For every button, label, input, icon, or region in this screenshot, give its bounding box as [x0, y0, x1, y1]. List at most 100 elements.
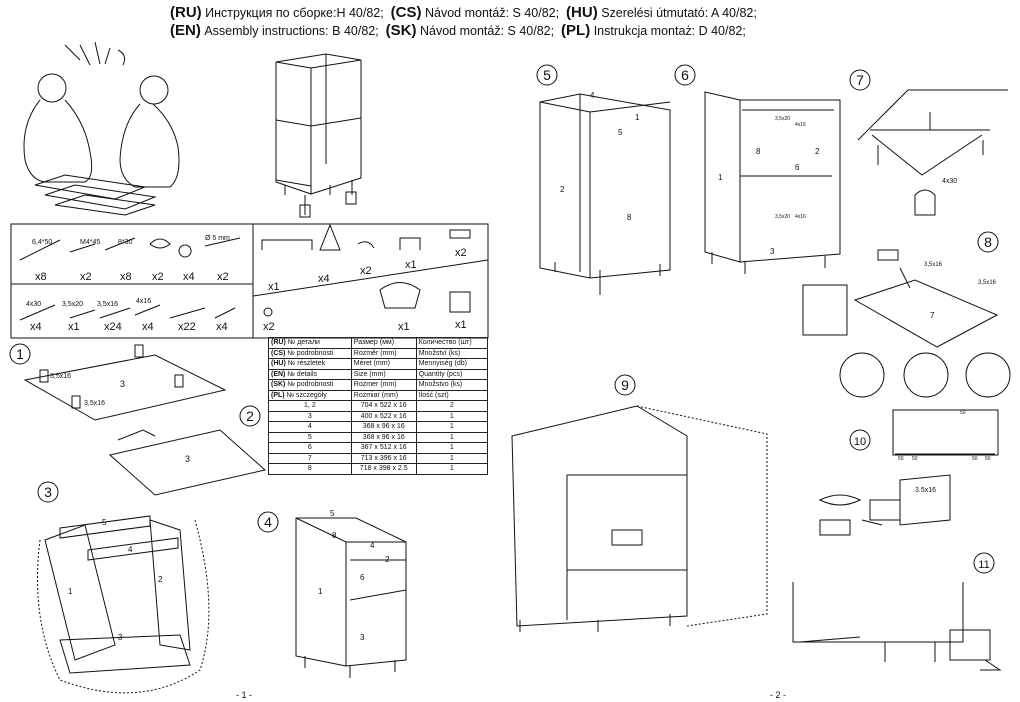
- step-4-drawing: [257, 511, 407, 678]
- step5-part-5: 5: [618, 128, 623, 137]
- instruction-header: (RU) Инструкция по сборке:H 40/82; (CS) …: [170, 4, 870, 40]
- hw-qty-2: x2: [80, 271, 92, 283]
- step3-part-5: 5: [102, 518, 107, 527]
- hw-qty-12: x4: [216, 321, 228, 333]
- hw-qty-11: x22: [178, 321, 196, 333]
- step-number-10: 10: [854, 436, 866, 448]
- step-number-3: 3: [44, 484, 52, 500]
- hw-qty-1: x8: [35, 271, 47, 283]
- cabinet-frame-preview: [275, 53, 362, 218]
- step4-part-2: 2: [385, 555, 390, 564]
- step-number-11: 11: [978, 559, 989, 571]
- hw-size-7: 4x30: [26, 301, 41, 308]
- hw-qty-9: x24: [104, 321, 122, 333]
- step6-dim-1: 4x16: [795, 122, 806, 128]
- hw-qty-4: x2: [152, 271, 164, 283]
- step-9-drawing: [511, 374, 768, 632]
- step6-part-8: 8: [756, 147, 761, 156]
- step3-part-1: 1: [68, 587, 73, 596]
- hw-qty-r8: x1: [455, 319, 467, 331]
- hw-size-8: 3,5x20: [62, 301, 83, 308]
- step6-part-1: 1: [718, 173, 723, 182]
- hw-size-1: 6,4*50: [32, 239, 52, 246]
- step6-part-3: 3: [770, 247, 775, 256]
- step6-part-6: 6: [795, 163, 800, 172]
- step-number-1: 1: [16, 346, 24, 362]
- step-number-4: 4: [264, 514, 272, 530]
- hw-size-6: Ø 5 mm: [205, 235, 230, 242]
- hw-size-9: 3,5x16: [97, 301, 118, 308]
- step-number-8: 8: [984, 234, 992, 250]
- step3-part-4: 4: [128, 545, 133, 554]
- step-number-7: 7: [856, 72, 864, 88]
- step5-part-8: 8: [627, 213, 632, 222]
- hw-qty-r5: x2: [455, 247, 467, 259]
- step-1-drawing: [9, 343, 227, 421]
- step3-part-2: 2: [158, 575, 163, 584]
- step10-dim-2: 50: [912, 456, 918, 462]
- header-line-1: (RU) Инструкция по сборке:H 40/82; (CS) …: [170, 4, 757, 21]
- step1-screw-label: 3,5x16: [50, 373, 71, 380]
- hw-qty-r2: x4: [318, 273, 330, 285]
- step-number-2: 2: [246, 408, 254, 424]
- step4-part-1: 1: [318, 587, 323, 596]
- hw-qty-10: x4: [142, 321, 154, 333]
- step1-part-3: 3: [120, 379, 125, 389]
- step10-dim-top: 50: [960, 410, 966, 416]
- two-people-figure: [23, 41, 180, 216]
- step2-part-3: 3: [185, 454, 190, 464]
- hw-qty-6: x2: [217, 271, 229, 283]
- hw-size-2: M4*45: [80, 239, 100, 246]
- step-7-drawing: [849, 69, 1008, 216]
- hw-qty-r7: x1: [398, 321, 410, 333]
- step6-dim-4: 3,5x20: [775, 214, 790, 220]
- step6-part-2: 2: [815, 147, 820, 156]
- step5-part-2: 2: [560, 185, 565, 194]
- header-line-2: (EN) Assembly instructions: B 40/82; (SK…: [170, 22, 746, 39]
- hardware-box: [10, 223, 489, 339]
- step8-screw-label-2: 3,5x16: [978, 280, 997, 286]
- hw-size-10: 4x16: [136, 298, 151, 305]
- step10-dim-4: 50: [985, 456, 991, 462]
- step10-dim-1: 50: [898, 456, 904, 462]
- step-5-drawing: [536, 64, 671, 295]
- hw-size-3: 8*30: [118, 239, 133, 246]
- step8-part-7: 7: [930, 311, 935, 320]
- hw-qty-5: x4: [183, 271, 195, 283]
- step1-screw-label-2: 3,5x16: [84, 400, 105, 407]
- step-3-drawing: [37, 481, 210, 694]
- hw-qty-r3: x2: [360, 265, 372, 277]
- hw-qty-8: x1: [68, 321, 80, 333]
- step11-screw-label: 3.5x16: [915, 487, 936, 494]
- step4-part-8: 8: [332, 531, 337, 540]
- page-number-1: - 1 -: [236, 690, 252, 700]
- hw-qty-7: x4: [30, 321, 42, 333]
- step-number-5: 5: [543, 67, 551, 83]
- step4-part-3: 3: [360, 633, 365, 642]
- hw-qty-r4: x1: [405, 259, 417, 271]
- step4-part-5: 5: [330, 509, 335, 518]
- step6-dim-3: 4x16: [795, 214, 806, 220]
- hw-qty-3: x8: [120, 271, 132, 283]
- step-number-6: 6: [681, 67, 689, 83]
- step7-screw-label: 4x30: [942, 178, 957, 185]
- step5-part-1: 1: [635, 113, 640, 122]
- step4-part-6: 6: [360, 573, 365, 582]
- step-2-drawing: [108, 405, 267, 496]
- step5-part-4: 4: [590, 91, 595, 100]
- hw-qty-r6: x2: [263, 321, 275, 333]
- step3-part-3: 3: [118, 633, 123, 642]
- step6-dim-2: 3,5x20: [775, 116, 790, 122]
